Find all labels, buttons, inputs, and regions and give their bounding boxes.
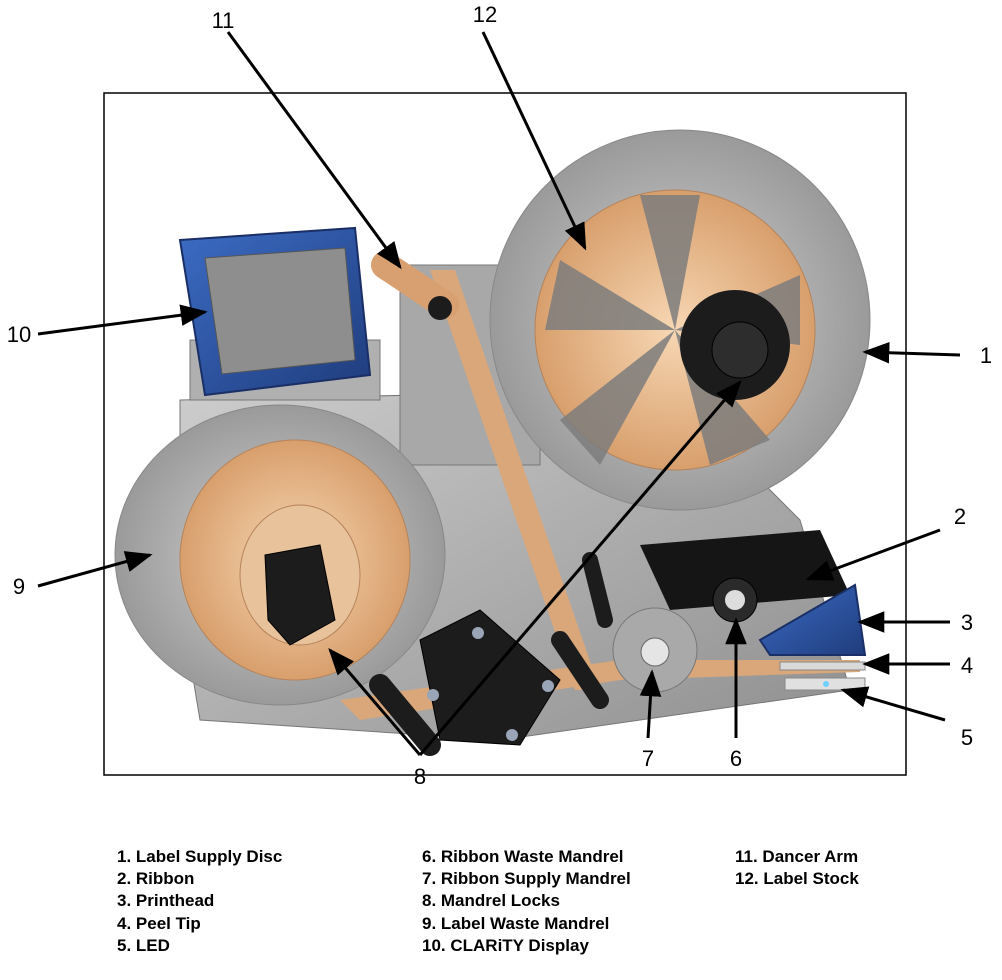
- label-web: [340, 660, 860, 720]
- leader-8b: [418, 379, 742, 756]
- leader-7: [639, 669, 662, 739]
- leader-12: [481, 31, 587, 251]
- legend-item: 1. Label Supply Disc: [117, 847, 283, 866]
- callout-3: 3: [961, 610, 973, 635]
- legend-item: 11. Dancer Arm: [735, 847, 859, 866]
- callout-7: 7: [642, 746, 654, 771]
- labeler-diagram: 1 2 3 4 5 6 7 8 9 10 11 12: [7, 2, 992, 789]
- drive-plate: [419, 609, 561, 746]
- legend-item: 4. Peel Tip: [117, 913, 201, 933]
- callout-6: 6: [730, 746, 742, 771]
- leader-9: [37, 551, 153, 588]
- leader-5: [840, 686, 946, 722]
- callout-5: 5: [961, 725, 973, 750]
- display-screen: [204, 247, 356, 375]
- roller-lower-left: [369, 674, 441, 756]
- labeler-machine: [114, 129, 871, 756]
- legend-column-1: 1. Label Supply Disc 2. Ribbon 3. Printh…: [117, 846, 282, 957]
- callout-numbers: 1 2 3 4 5 6 7 8 9 10 11 12: [7, 2, 992, 789]
- ribbon-supply-mandrel: [640, 637, 670, 667]
- callout-4: 4: [961, 653, 973, 678]
- legend-item: 9. Label Waste Mandrel: [422, 913, 610, 933]
- legend-item: 2. Ribbon: [117, 869, 195, 889]
- peel-tip: [779, 661, 866, 671]
- callout-2: 2: [954, 504, 966, 529]
- legend-item: 5. LED: [117, 935, 170, 955]
- legend-item: 3. Printhead: [117, 891, 215, 911]
- legend-item: 7. Ribbon Supply Mandrel: [422, 869, 631, 889]
- leader-1: [862, 341, 961, 364]
- figure-frame: [103, 92, 907, 776]
- legend-item: 12. Label Stock: [735, 869, 859, 889]
- leader-2: [805, 528, 941, 581]
- mandrel-lock-knob-left: [264, 544, 336, 646]
- legend-column-2: 6. Ribbon Waste Mandrel 7. Ribbon Supply…: [422, 846, 631, 957]
- label-web-diagonal: [430, 270, 600, 690]
- callout-1: 1: [980, 343, 992, 368]
- leader-10: [37, 304, 208, 336]
- callout-leaders: [37, 31, 961, 756]
- legend-item: 6. Ribbon Waste Mandrel: [422, 847, 624, 866]
- legend: 1. Label Supply Disc 2. Ribbon 3. Printh…: [0, 846, 1002, 976]
- dancer-arm-knob: [428, 296, 452, 320]
- roller-lower-mid: [551, 631, 609, 709]
- supply-hub-cap: [711, 321, 769, 379]
- callout-12: 12: [473, 2, 497, 27]
- legend-column-3: 11. Dancer Arm 12. Label Stock: [735, 846, 859, 890]
- led-light: [823, 681, 829, 687]
- callout-10: 10: [7, 322, 31, 347]
- ribbon: [640, 530, 850, 610]
- ribbon-waste-mandrel-cap: [725, 590, 745, 610]
- callout-11: 11: [212, 8, 235, 33]
- leader-11: [226, 31, 402, 270]
- legend-item: 10. CLARiTY Display: [422, 935, 589, 955]
- leader-8a: [328, 647, 422, 756]
- legend-item: 8. Mandrel Locks: [422, 891, 560, 911]
- roller-mid: [582, 552, 613, 628]
- callout-9: 9: [13, 574, 25, 599]
- callout-8: 8: [414, 764, 426, 789]
